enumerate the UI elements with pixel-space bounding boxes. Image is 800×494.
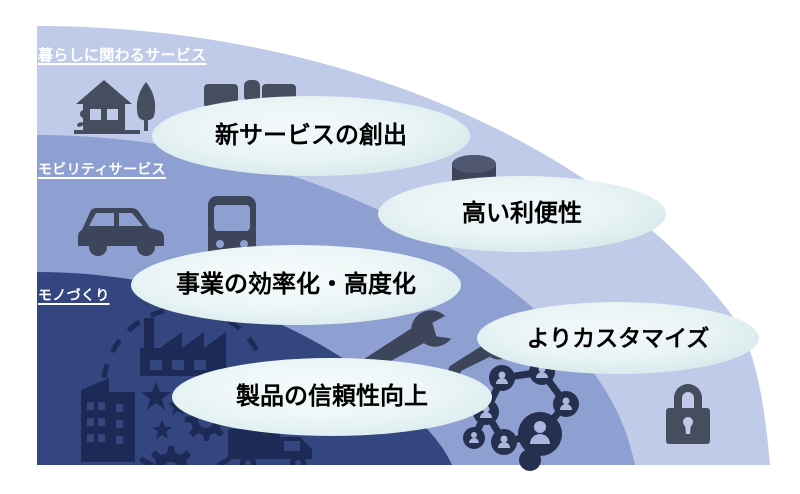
tier-label-monozukuri: モノづくり [38, 287, 110, 303]
building-icon [81, 378, 135, 462]
car-icon [78, 208, 164, 256]
callout-high-convenience: 高い利便性 [378, 176, 666, 252]
callout-label: 新サービスの創出 [215, 122, 407, 149]
callout-more-customization: よりカスタマイズ [477, 302, 759, 374]
callout-label: 製品の信頼性向上 [236, 383, 428, 410]
callout-label: 高い利便性 [462, 200, 582, 227]
network-icon [463, 359, 579, 471]
truck-icon [228, 429, 312, 465]
factory-icon [140, 318, 226, 376]
tier-label-mobility-services: モビリティサービス [38, 161, 166, 177]
callout-label: よりカスタマイズ [526, 324, 710, 351]
lock-icon [666, 384, 710, 444]
house-icon [74, 80, 156, 134]
callout-label: 事業の効率化・高度化 [176, 271, 416, 298]
callout-new-service-creation: 新サービスの創出 [152, 96, 470, 176]
callout-business-efficiency: 事業の効率化・高度化 [131, 245, 461, 325]
callout-product-reliability: 製品の信頼性向上 [172, 358, 492, 436]
tier-label-living-services: 暮らしに関わるサービス [38, 47, 207, 64]
